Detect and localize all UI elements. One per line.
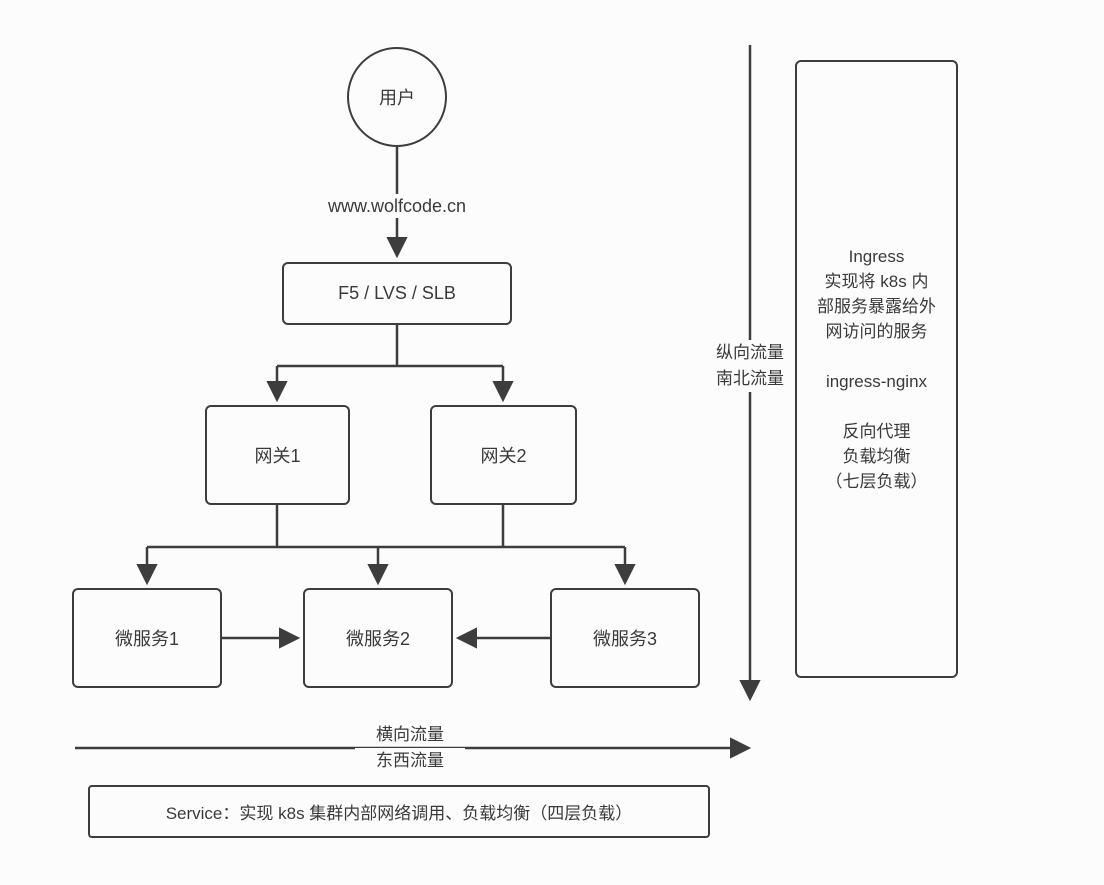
ingress-panel-line: 网访问的服务: [825, 322, 928, 341]
service-note-text: Service：实现 k8s 集群内部网络调用、负载均衡（四层负载）: [165, 804, 633, 823]
load-balancer-node: F5 / LVS / SLB: [282, 262, 512, 325]
ingress-panel-line: 部服务暴露给外: [817, 297, 936, 316]
vertical-traffic-label: 纵向流量 南北流量: [702, 340, 798, 392]
domain-label: www.wolfcode.cn: [312, 194, 482, 218]
microservice3-node: 微服务3: [550, 588, 700, 688]
vertical-traffic-line1: 纵向流量: [716, 343, 784, 362]
gateway1-label: 网关1: [254, 446, 301, 466]
ingress-panel-line: （七层负载）: [825, 472, 928, 491]
ingress-panel-line: Ingress: [848, 247, 905, 266]
microservice1-node: 微服务1: [72, 588, 222, 688]
ingress-panel-line: 实现将 k8s 内: [824, 272, 929, 291]
ingress-panel-line: ingress-nginx: [825, 372, 928, 391]
service-note-box: Service：实现 k8s 集群内部网络调用、负载均衡（四层负载）: [88, 785, 710, 838]
user-node: 用户: [347, 47, 447, 147]
horizontal-traffic-label: 横向流量 东西流量: [355, 722, 465, 774]
load-balancer-label: F5 / LVS / SLB: [338, 283, 456, 303]
vertical-traffic-line2: 南北流量: [716, 369, 784, 388]
gateway2-label: 网关2: [480, 446, 527, 466]
horizontal-traffic-line2: 东西流量: [355, 748, 465, 774]
ingress-info-panel: Ingress 实现将 k8s 内 部服务暴露给外 网访问的服务 ingress…: [795, 60, 958, 678]
gateway2-node: 网关2: [430, 405, 577, 505]
gateway1-node: 网关1: [205, 405, 350, 505]
ingress-panel-line: 负载均衡: [842, 447, 911, 466]
microservice2-node: 微服务2: [303, 588, 453, 688]
microservice1-label: 微服务1: [114, 629, 179, 649]
microservice3-label: 微服务3: [592, 629, 657, 649]
ingress-panel-line: 反向代理: [842, 422, 911, 441]
microservice2-label: 微服务2: [345, 629, 410, 649]
horizontal-traffic-line1: 横向流量: [376, 725, 444, 744]
user-node-label: 用户: [379, 88, 415, 108]
